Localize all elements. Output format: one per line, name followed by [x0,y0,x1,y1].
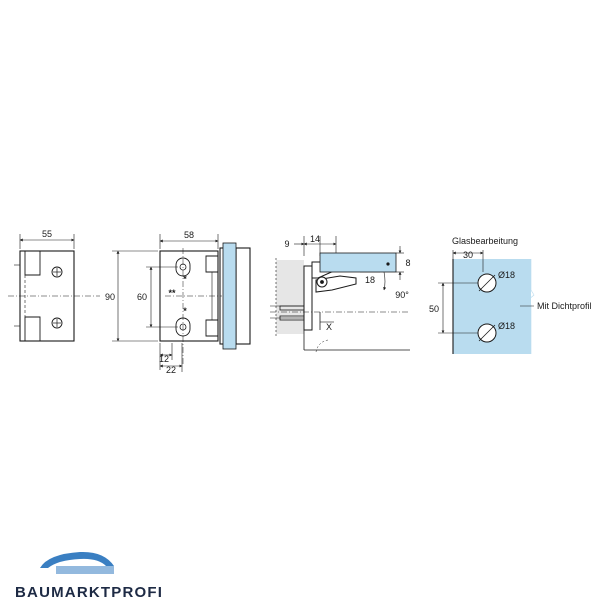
section-dim-18-label: 18 [365,275,375,285]
section-x-label: X [326,322,332,332]
front-star-top: * [183,274,187,284]
front-height-label: 90 [105,292,115,302]
brand-swoosh-icon [40,551,114,568]
front-glass-strip [222,242,237,350]
front-width-label: 58 [184,230,194,240]
glass-dim-50-label: 50 [429,304,439,314]
glass-dim-30-label: 30 [463,250,473,260]
glass-view [438,250,535,354]
section-dim-8-label: 8 [405,258,410,268]
front-dim-12-label: 12 [159,354,169,364]
glass-side-note: Mit Dichtprofil [537,301,592,311]
section-pivot-dot [386,262,390,266]
side-view [8,234,100,342]
side-width-label: 55 [42,229,52,239]
front-dim-22-label: 22 [166,365,176,375]
section-angle-label: 90° [395,290,409,300]
glass-hole-bottom-label: Ø18 [498,321,515,331]
glass-processing-title: Glasbearbeitung [452,236,518,246]
brand-logo: BAUMARKTPROFI [15,551,163,600]
front-star-bottom: * [183,306,187,316]
section-dim-14-label: 14 [310,234,320,244]
brand-logo-text: BAUMARKTPROFI [15,584,163,600]
section-dim-9-label: 9 [284,239,289,249]
front-double-star: ** [168,288,176,298]
wall-hatch-icon [276,260,304,334]
front-hole-spacing-label: 60 [137,292,147,302]
glass-hole-top-label: Ø18 [498,270,515,280]
section-glass-pane [319,252,397,273]
